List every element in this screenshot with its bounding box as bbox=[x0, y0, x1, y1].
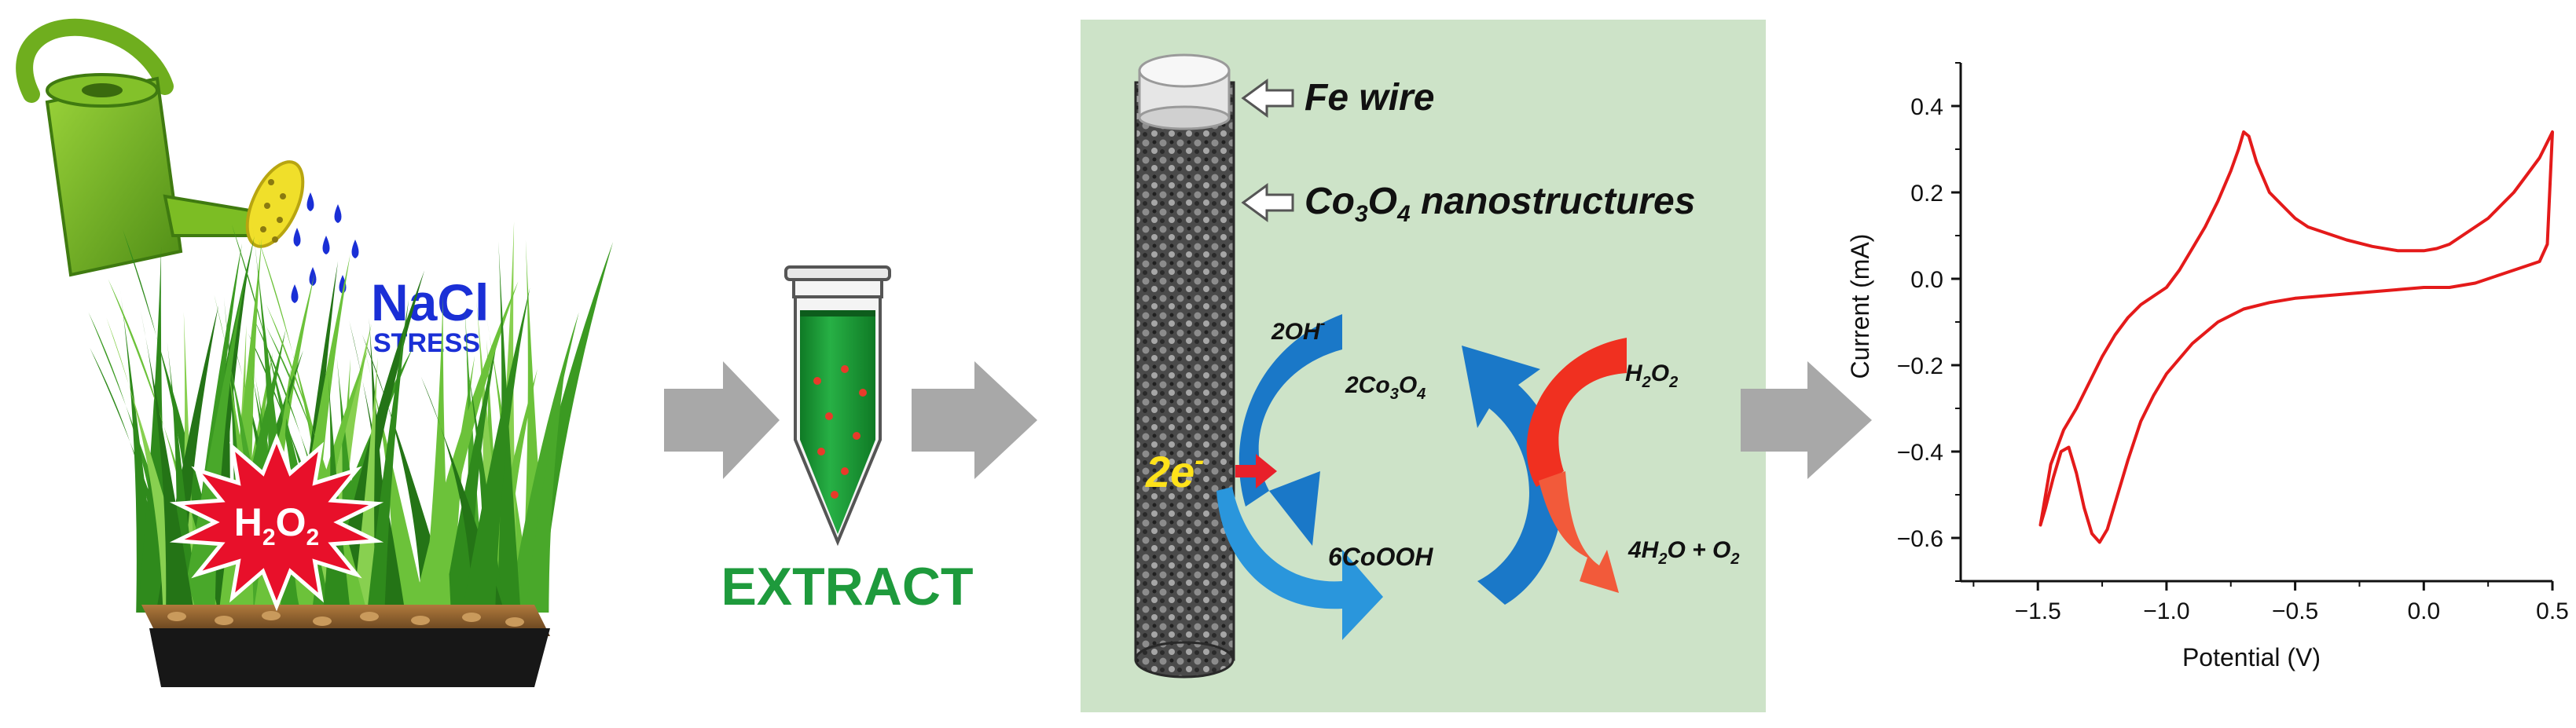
grass-blade bbox=[352, 357, 378, 613]
nanostructure-pointer-arrow bbox=[1241, 183, 1294, 222]
sensor-panel: Fe wire Co3O4 nanostructures 2OH- 2Co3O4… bbox=[1081, 20, 1766, 712]
y-axis-label: Current (mA) bbox=[1846, 234, 1874, 379]
electron-label: 2e- bbox=[1145, 444, 1204, 496]
electron-transfer-arrow bbox=[1235, 454, 1277, 488]
fe-wire-label: Fe wire bbox=[1305, 77, 1434, 119]
hydroxide-label: 2OH- bbox=[1271, 315, 1326, 345]
grass-blade bbox=[367, 299, 409, 613]
extract-section: EXTRACT bbox=[721, 265, 974, 616]
y-tick-label: −0.6 bbox=[1897, 526, 1943, 552]
co3o4-reaction-label: 2Co3O4 bbox=[1345, 372, 1426, 403]
grass-blade bbox=[424, 294, 451, 613]
plant-section: NaCl STRESS H2O2 bbox=[16, 18, 614, 687]
co3o4-nanostructures-label: Co3O4 nanostructures bbox=[1305, 181, 1695, 227]
blue-curved-arrow-left bbox=[1238, 314, 1342, 546]
flow-arrow-2 bbox=[912, 361, 1037, 479]
test-tube-icon bbox=[784, 265, 891, 547]
y-tick-label: 0.4 bbox=[1910, 94, 1943, 120]
fe-wire-pointer-arrow bbox=[1241, 79, 1294, 118]
y-tick-label: 0.0 bbox=[1910, 267, 1943, 293]
water-drop-icons bbox=[291, 192, 359, 303]
chart-ticks: −1.5 −1.0 −0.5 0.0 0.5 −0.6 −0.4 −0.2 0.0 0.2 0.4 bbox=[1897, 62, 2569, 624]
flow-arrow-3 bbox=[1741, 361, 1872, 479]
fe-wire-electrode bbox=[1134, 53, 1235, 679]
h2o2-reaction-label: H2O2 bbox=[1625, 360, 1678, 391]
stress-label: STRESS bbox=[373, 328, 480, 358]
flow-arrow-1 bbox=[664, 361, 780, 479]
grass-blade bbox=[508, 312, 579, 613]
x-tick-label: 0.5 bbox=[2536, 598, 2569, 624]
grass-blade bbox=[140, 309, 195, 613]
x-axis-label: Potential (V) bbox=[2182, 643, 2321, 671]
red-curved-arrow-right bbox=[1526, 338, 1627, 487]
y-tick-label: 0.2 bbox=[1910, 181, 1943, 207]
x-tick-label: −1.0 bbox=[2143, 598, 2189, 624]
blue-curved-arrow-left-lower bbox=[1216, 487, 1383, 640]
grass-blade bbox=[462, 287, 530, 613]
products-label: 4H2O + O2 bbox=[1627, 537, 1739, 568]
x-tick-label: −0.5 bbox=[2272, 598, 2318, 624]
h2o2-starburst-label: H2O2 bbox=[234, 500, 319, 551]
soil-tray-icon bbox=[141, 605, 550, 687]
x-tick-label: −1.5 bbox=[2015, 598, 2061, 624]
grass-blade bbox=[442, 333, 499, 613]
h2o2-starburst-icon bbox=[169, 433, 384, 612]
y-tick-label: −0.4 bbox=[1897, 440, 1943, 466]
grass-blade bbox=[167, 342, 199, 613]
extract-label: EXTRACT bbox=[721, 557, 973, 616]
chart-axes bbox=[1959, 63, 2552, 583]
x-tick-label: 0.0 bbox=[2407, 598, 2440, 624]
red-curved-arrow-right-lower bbox=[1539, 471, 1619, 593]
cv-curve-series bbox=[2038, 130, 2554, 544]
cooh-label: 6CoOOH bbox=[1328, 543, 1433, 571]
watering-can-icon bbox=[16, 18, 305, 277]
nacl-label: NaCl bbox=[371, 273, 489, 331]
y-tick-label: −0.2 bbox=[1897, 353, 1943, 379]
grass-plants-icon bbox=[88, 221, 614, 613]
